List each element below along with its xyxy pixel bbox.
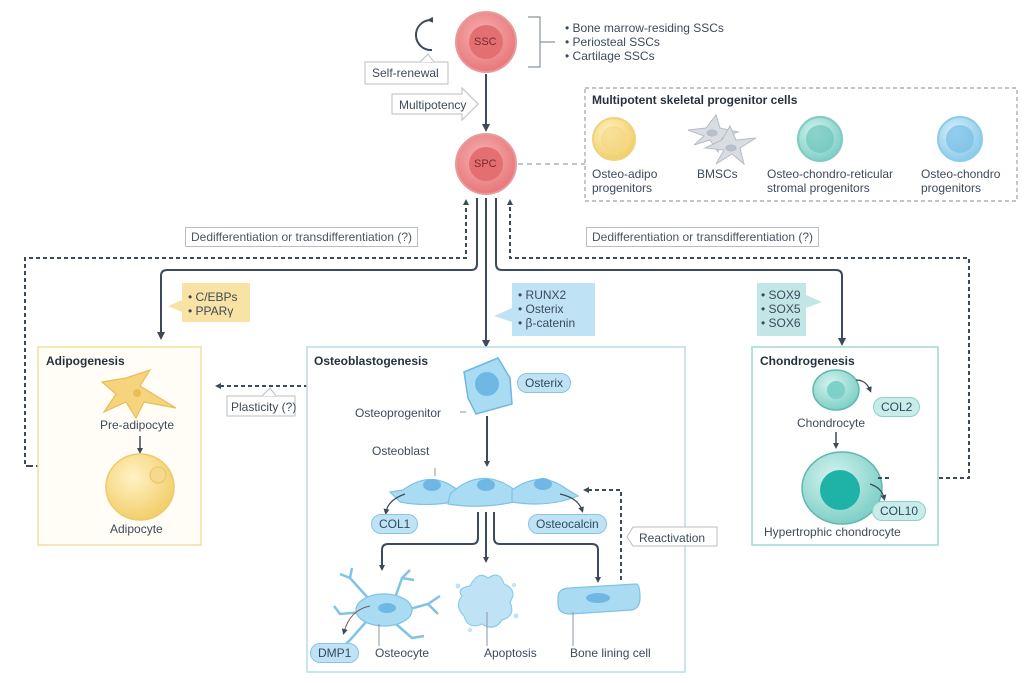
- osteoblast-cells: [388, 477, 580, 507]
- adipo-transcription-factors: C/EBPs PPARγ: [182, 286, 244, 322]
- apoptotic-cell: [455, 574, 519, 632]
- dedifferentiation-right-callout: Dedifferentiation or transdifferentiatio…: [586, 227, 820, 247]
- hypertrophic-chondrocyte-cell: [801, 451, 883, 525]
- apoptosis-label: Apoptosis: [484, 646, 537, 660]
- progenitor-line: progenitors: [592, 181, 653, 195]
- progenitor-line: Osteo-chondro: [921, 167, 1001, 181]
- osteo-adipo-cell: [592, 117, 636, 161]
- osteo-transcription-factors: RUNX2 Osterix β-catenin: [512, 284, 581, 334]
- progenitors-title: Multipotent skeletal progenitor cells: [592, 93, 798, 107]
- ssc-label: SSC: [474, 36, 497, 48]
- tf-item: SOX5: [761, 302, 801, 316]
- self-renewal-label: Self-renewal: [372, 66, 439, 80]
- chondrocyte-cell: [812, 369, 860, 411]
- progenitor-line: Osteo-chondro-reticular: [767, 167, 894, 181]
- dedifferentiation-left-callout: Dedifferentiation or transdifferentiatio…: [185, 227, 419, 247]
- dedifferentiation-right-arrow: [507, 199, 970, 479]
- pre-adipocyte-cell: [100, 368, 177, 420]
- ssc-types-list: Bone marrow-residing SSCs Periosteal SSC…: [565, 21, 724, 63]
- osteoblastogenesis-title: Osteoblastogenesis: [314, 354, 429, 368]
- col2-marker: COL2: [873, 397, 921, 417]
- ssc-type-item: Cartilage SSCs: [565, 49, 724, 63]
- spc-cell: [455, 133, 517, 195]
- ssc-types-bracket: [528, 16, 555, 68]
- col1-marker: COL1: [371, 514, 419, 534]
- osteoprogenitor-cell: [463, 357, 513, 415]
- osteoprogenitor-label: Osteoprogenitor: [355, 406, 442, 420]
- spc-to-chondro-arrow: [495, 198, 846, 346]
- chondro-transcription-factors: SOX9 SOX5 SOX6: [757, 284, 805, 334]
- tf-item: PPARγ: [188, 304, 238, 318]
- reactivation-arrow: [583, 487, 622, 580]
- tf-item: C/EBPs: [188, 290, 238, 304]
- tf-item: β-catenin: [518, 316, 576, 330]
- ssc-cell: [455, 11, 517, 73]
- osterix-marker: Osterix: [517, 373, 572, 393]
- tf-item: SOX6: [761, 316, 801, 330]
- ssc-type-item: Bone marrow-residing SSCs: [565, 21, 724, 35]
- spc-label: SPC: [474, 158, 497, 170]
- progenitor-line: stromal progenitors: [767, 181, 870, 195]
- self-renewal-arrow: [414, 16, 434, 52]
- progenitor-bmsc: BMSCs: [697, 167, 738, 181]
- ssc-type-item: Periosteal SSCs: [565, 35, 724, 49]
- col10-marker: COL10: [872, 501, 927, 521]
- progenitor-line: Osteo-adipo: [592, 167, 658, 181]
- adipocyte-cell: [105, 453, 175, 521]
- dmp1-marker: DMP1: [310, 643, 360, 663]
- to-osteocyte-arrow: [379, 512, 479, 571]
- plasticity-label: Plasticity (?): [231, 400, 297, 414]
- dedifferentiation-left-arrow: [24, 199, 469, 467]
- chondrocyte-label: Chondrocyte: [797, 416, 866, 430]
- bone-lining-cell-label: Bone lining cell: [570, 646, 651, 660]
- tf-item: RUNX2: [518, 288, 575, 302]
- reactivation-label: Reactivation: [639, 531, 706, 545]
- reactivation-callout-shape: [626, 526, 718, 547]
- to-bone-lining-arrow: [493, 512, 601, 583]
- tf-item: Osterix: [518, 302, 575, 316]
- adipocyte-label: Adipocyte: [110, 522, 163, 536]
- adipogenesis-box: [37, 346, 202, 546]
- multipotency-callout-shape: [391, 86, 479, 122]
- bmsc-cells: [687, 113, 757, 166]
- adipogenesis-title: Adipogenesis: [46, 354, 125, 368]
- osteoblast-label: Osteoblast: [372, 444, 430, 458]
- multipotency-label: Multipotency: [399, 98, 467, 112]
- osteocyte-label: Osteocyte: [375, 646, 430, 660]
- pre-adipocyte-label: Pre-adipocyte: [100, 418, 175, 432]
- spc-to-adipo-arrow: [157, 198, 478, 340]
- progenitor-line: progenitors: [921, 181, 982, 195]
- hypertrophic-chondrocyte-label: Hypertrophic chondrocyte: [764, 525, 901, 539]
- osteo-chondro-reticular-cell: [797, 116, 843, 162]
- tf-item: SOX9: [761, 288, 801, 302]
- bone-lining-cell: [557, 583, 641, 615]
- osteo-chondro-cell: [937, 116, 983, 162]
- osteocalcin-marker: Osteocalcin: [528, 514, 607, 534]
- chondrogenesis-title: Chondrogenesis: [760, 354, 855, 368]
